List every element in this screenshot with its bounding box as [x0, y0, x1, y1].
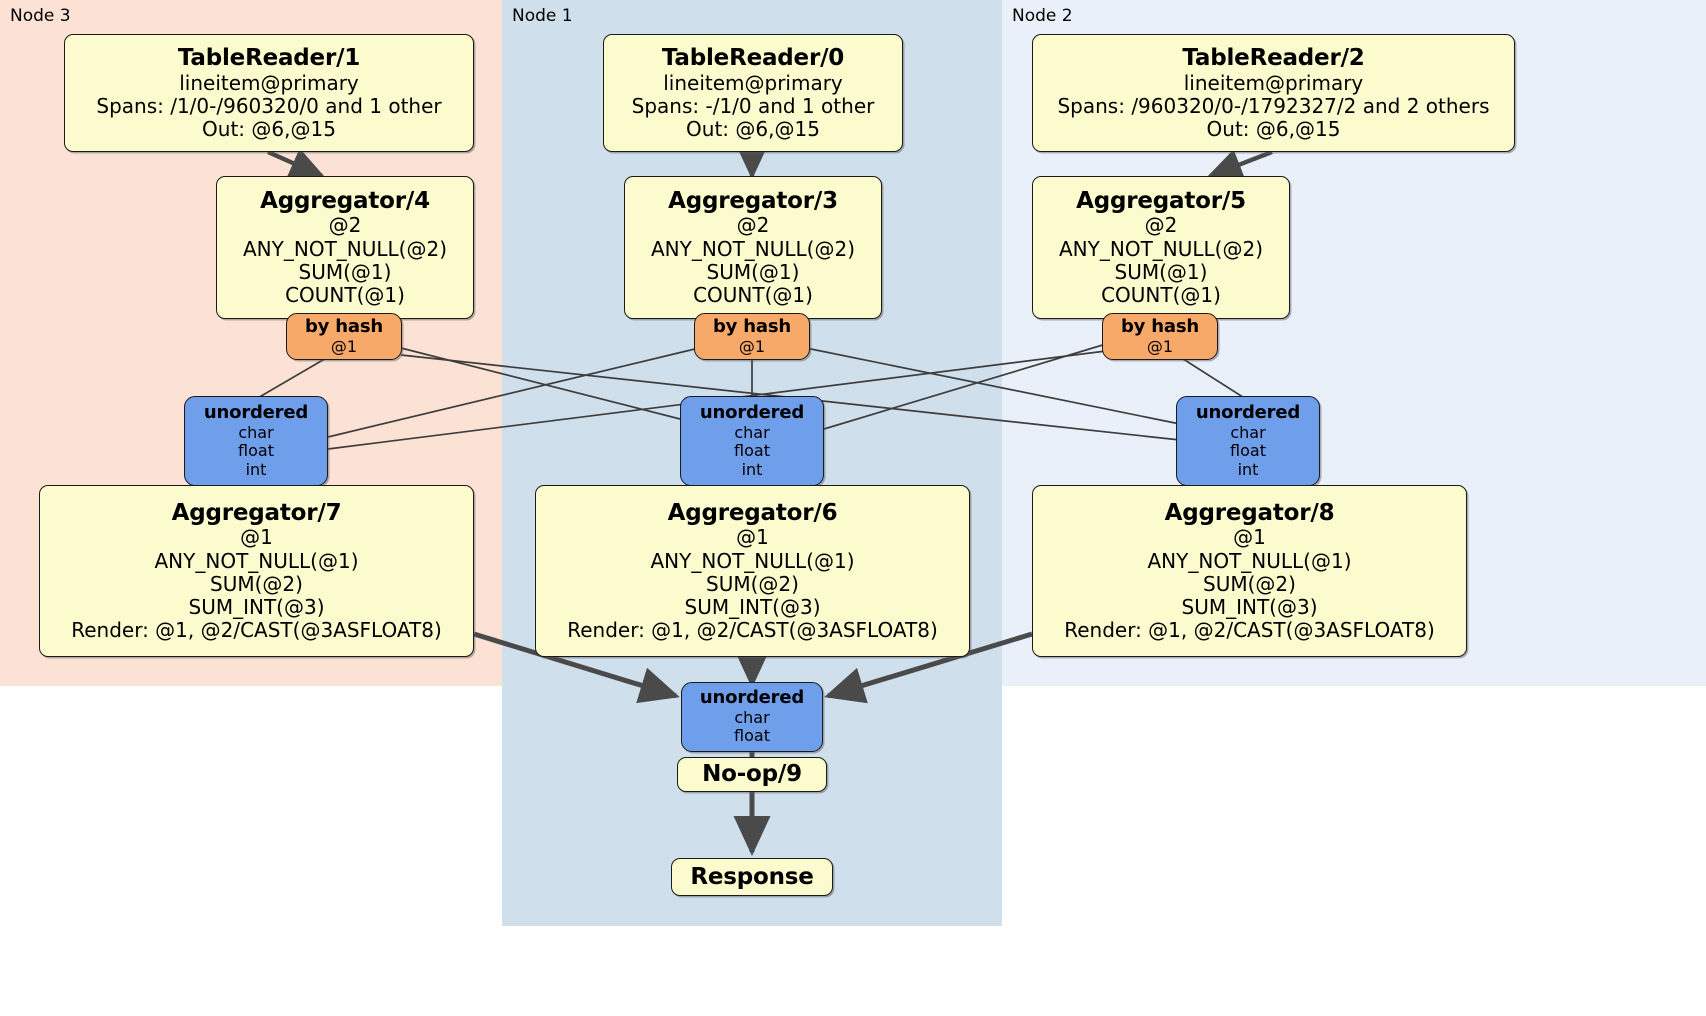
- processor-title: TableReader/0: [661, 44, 845, 71]
- processor-line-4: COUNT(@1): [285, 283, 405, 308]
- processor-line-1: @2: [736, 213, 770, 238]
- synchronizer-unordered-right[interactable]: unordered char float int: [1176, 396, 1320, 486]
- processor-line-2: ANY_NOT_NULL(@1): [1147, 548, 1352, 573]
- processor-line-1: @2: [328, 213, 362, 238]
- router-by-hash-left[interactable]: by hash @1: [286, 313, 402, 360]
- router-title: by hash: [305, 315, 383, 337]
- processor-line-1: @1: [736, 525, 769, 550]
- router-by-hash-center[interactable]: by hash @1: [694, 313, 810, 360]
- synchronizer-title: unordered: [203, 401, 309, 423]
- processor-line-2: ANY_NOT_NULL(@2): [243, 236, 447, 261]
- processor-line-2: Spans: /960320/0-/1792327/2 and 2 others: [1057, 93, 1490, 118]
- processor-line-1: lineitem@primary: [179, 70, 359, 95]
- node-panel-label-node1: Node 1: [512, 6, 573, 26]
- processor-line-3: SUM(@1): [706, 259, 800, 284]
- processor-table-reader-2[interactable]: TableReader/2 lineitem@primary Spans: /9…: [1032, 34, 1515, 152]
- processor-line-1: @1: [240, 525, 273, 550]
- processor-line-5: Render: @1, @2/CAST(@3ASFLOAT8): [567, 618, 938, 643]
- processor-title: Response: [690, 863, 814, 890]
- processor-response[interactable]: Response: [671, 858, 833, 896]
- router-by-hash-right[interactable]: by hash @1: [1102, 313, 1218, 360]
- processor-title: TableReader/1: [177, 44, 361, 71]
- router-title: by hash: [713, 315, 791, 337]
- synchronizer-line-1: char: [734, 422, 770, 442]
- router-line-1: @1: [330, 336, 358, 356]
- synchronizer-line-2: float: [734, 726, 770, 746]
- synchronizer-line-3: int: [1237, 459, 1259, 479]
- synchronizer-line-3: int: [741, 459, 763, 479]
- processor-line-1: @1: [1233, 525, 1266, 550]
- synchronizer-unordered-final[interactable]: unordered char float: [681, 682, 823, 752]
- processor-title: Aggregator/3: [668, 187, 838, 214]
- processor-aggregator-8[interactable]: Aggregator/8 @1 ANY_NOT_NULL(@1) SUM(@2)…: [1032, 485, 1467, 657]
- processor-line-4: SUM_INT(@3): [1181, 594, 1318, 619]
- processor-line-3: SUM(@1): [1114, 259, 1208, 284]
- synchronizer-line-2: float: [734, 441, 770, 461]
- processor-title: Aggregator/5: [1076, 187, 1246, 214]
- synchronizer-title: unordered: [1195, 401, 1301, 423]
- processor-aggregator-5[interactable]: Aggregator/5 @2 ANY_NOT_NULL(@2) SUM(@1)…: [1032, 176, 1290, 319]
- processor-line-5: Render: @1, @2/CAST(@3ASFLOAT8): [71, 618, 442, 643]
- synchronizer-unordered-center[interactable]: unordered char float int: [680, 396, 824, 486]
- processor-line-2: ANY_NOT_NULL(@1): [154, 548, 359, 573]
- processor-line-1: lineitem@primary: [1183, 70, 1364, 95]
- synchronizer-line-1: char: [238, 422, 274, 442]
- processor-line-3: Out: @6,@15: [1206, 116, 1341, 141]
- router-title: by hash: [1121, 315, 1199, 337]
- processor-line-3: SUM(@2): [1203, 571, 1296, 596]
- processor-title: Aggregator/6: [667, 499, 838, 526]
- synchronizer-unordered-left[interactable]: unordered char float int: [184, 396, 328, 486]
- synchronizer-title: unordered: [699, 687, 805, 709]
- processor-aggregator-6[interactable]: Aggregator/6 @1 ANY_NOT_NULL(@1) SUM(@2)…: [535, 485, 970, 657]
- node-panel-label-node2: Node 2: [1012, 6, 1073, 26]
- synchronizer-title: unordered: [699, 401, 805, 423]
- processor-line-2: ANY_NOT_NULL(@1): [650, 548, 855, 573]
- node-panel-label-node3: Node 3: [10, 6, 71, 26]
- processor-line-4: SUM_INT(@3): [188, 594, 325, 619]
- synchronizer-line-2: float: [1230, 441, 1266, 461]
- processor-line-3: SUM(@1): [298, 259, 392, 284]
- processor-line-3: SUM(@2): [210, 571, 303, 596]
- synchronizer-line-3: int: [245, 459, 267, 479]
- processor-noop-9[interactable]: No-op/9: [677, 757, 827, 792]
- processor-line-1: lineitem@primary: [663, 70, 843, 95]
- router-line-1: @1: [1146, 336, 1174, 356]
- processor-title: TableReader/2: [1182, 44, 1365, 71]
- processor-line-2: ANY_NOT_NULL(@2): [1059, 236, 1263, 261]
- processor-title: Aggregator/4: [260, 187, 430, 214]
- processor-line-3: Out: @6,@15: [686, 116, 820, 141]
- processor-title: Aggregator/7: [171, 499, 342, 526]
- processor-line-2: Spans: -/1/0 and 1 other: [631, 93, 875, 118]
- processor-line-1: @2: [1144, 213, 1178, 238]
- synchronizer-line-2: float: [238, 441, 274, 461]
- processor-table-reader-0[interactable]: TableReader/0 lineitem@primary Spans: -/…: [603, 34, 903, 152]
- processor-aggregator-4[interactable]: Aggregator/4 @2 ANY_NOT_NULL(@2) SUM(@1)…: [216, 176, 474, 319]
- router-line-1: @1: [738, 336, 766, 356]
- processor-line-3: Out: @6,@15: [202, 116, 336, 141]
- processor-title: No-op/9: [702, 761, 802, 788]
- processor-table-reader-1[interactable]: TableReader/1 lineitem@primary Spans: /1…: [64, 34, 474, 152]
- processor-line-5: Render: @1, @2/CAST(@3ASFLOAT8): [1064, 618, 1435, 643]
- processor-line-4: COUNT(@1): [693, 283, 813, 308]
- processor-line-4: COUNT(@1): [1101, 283, 1221, 308]
- processor-line-4: SUM_INT(@3): [684, 594, 821, 619]
- synchronizer-line-1: char: [734, 707, 770, 727]
- synchronizer-line-1: char: [1230, 422, 1266, 442]
- processor-line-2: Spans: /1/0-/960320/0 and 1 other: [96, 93, 442, 118]
- processor-aggregator-3[interactable]: Aggregator/3 @2 ANY_NOT_NULL(@2) SUM(@1)…: [624, 176, 882, 319]
- processor-line-2: ANY_NOT_NULL(@2): [651, 236, 855, 261]
- processor-title: Aggregator/8: [1164, 499, 1335, 526]
- processor-aggregator-7[interactable]: Aggregator/7 @1 ANY_NOT_NULL(@1) SUM(@2)…: [39, 485, 474, 657]
- processor-line-3: SUM(@2): [706, 571, 799, 596]
